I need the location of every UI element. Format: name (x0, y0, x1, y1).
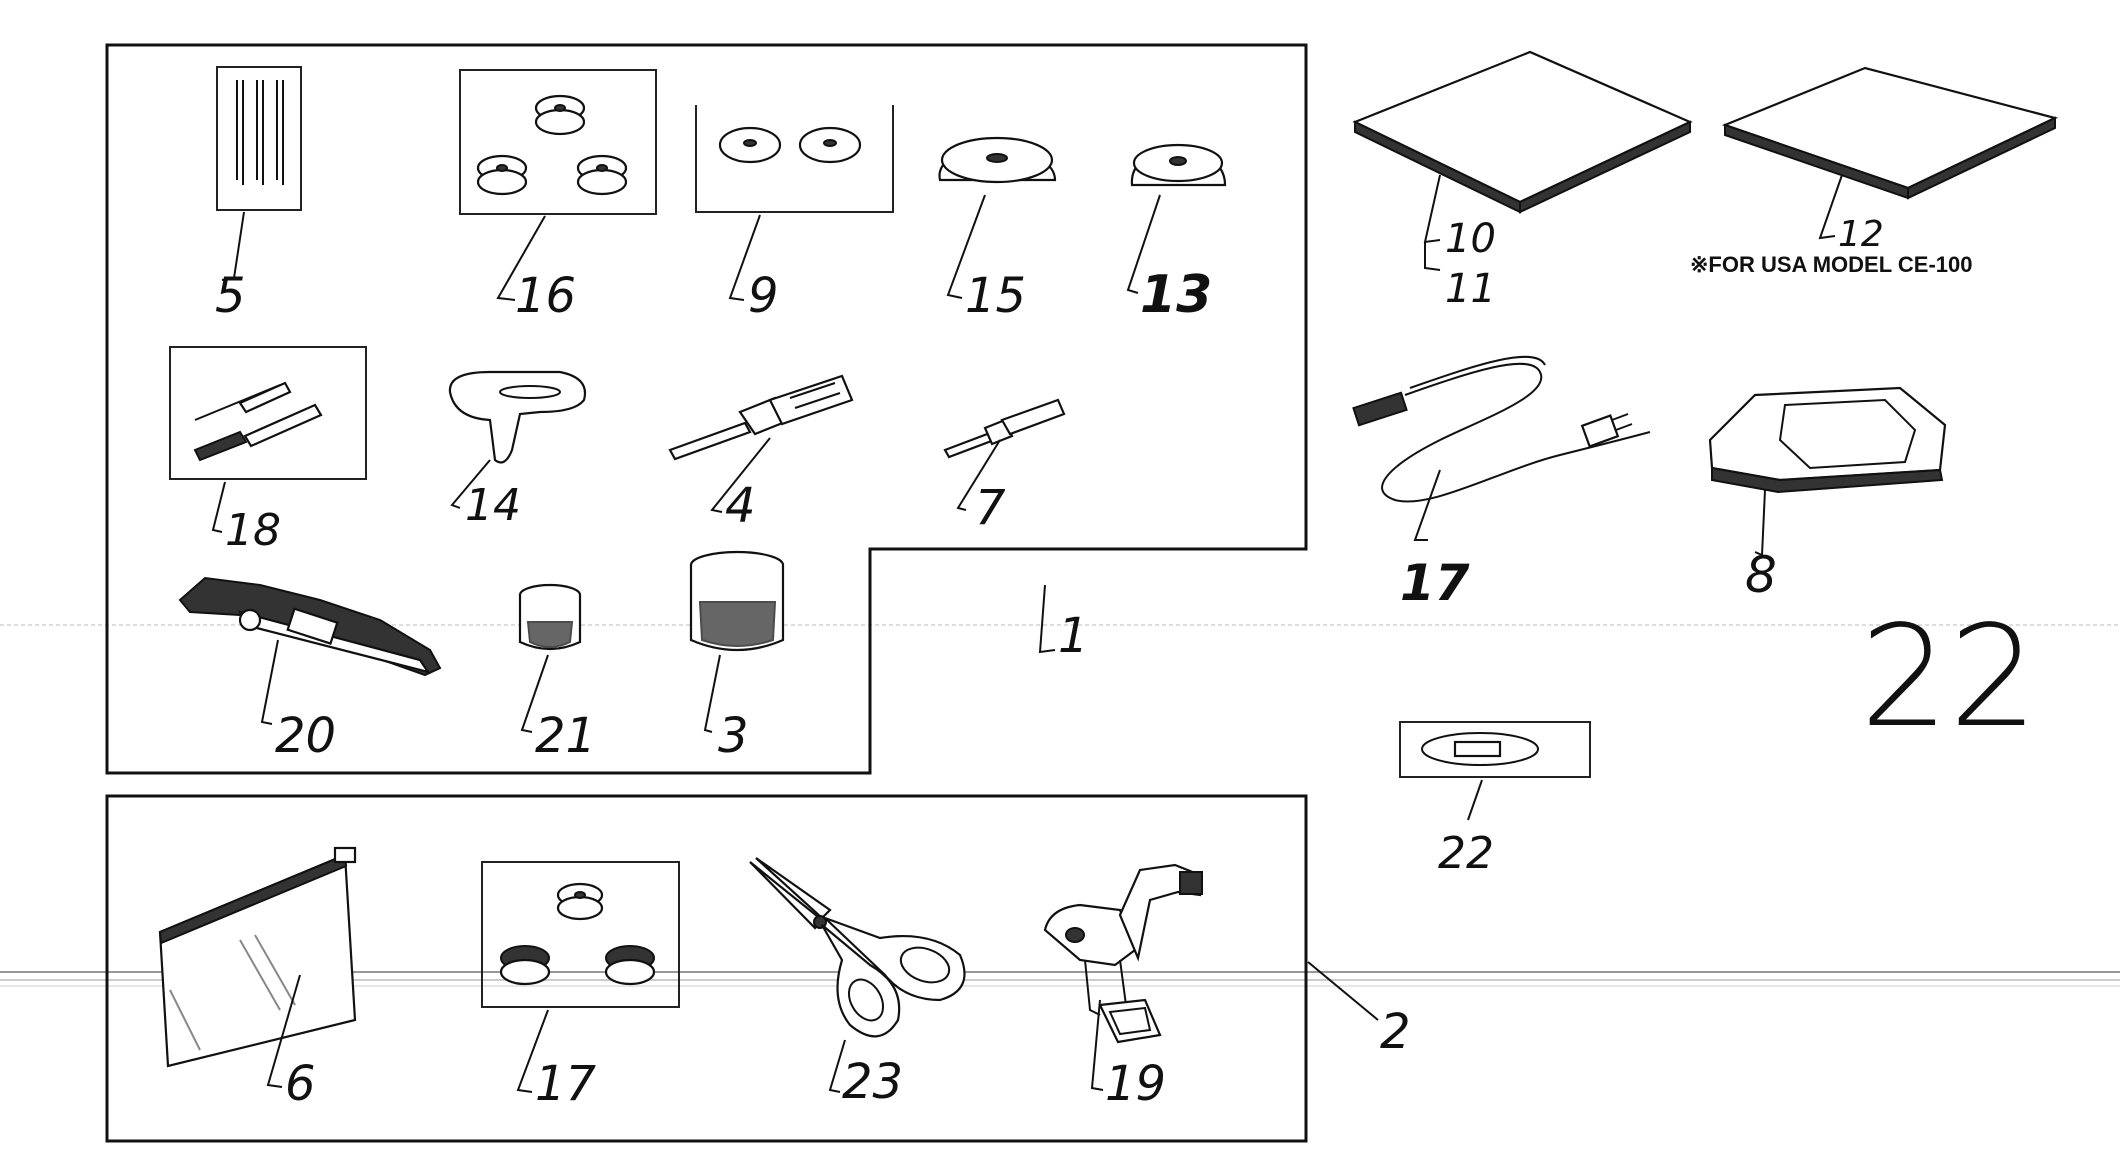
label-19: 19 (1105, 1056, 1166, 1112)
seam-ripper-and-brush (169, 346, 367, 533)
screwdriver-large (668, 374, 854, 513)
label-1: 1 (1058, 608, 1089, 664)
label-11: 11 (1445, 266, 1496, 312)
label-4: 4 (725, 478, 756, 534)
connection-cable-bag (1399, 721, 1591, 821)
bobbin-tool (448, 370, 587, 509)
label-3: 3 (718, 708, 749, 764)
bobbins-3-pack-extra (481, 861, 680, 1093)
spool-felt-small (518, 583, 582, 733)
spool-caps-pair (695, 105, 894, 301)
usa-model-note: ※FOR USA MODEL CE-100 (1690, 252, 1972, 277)
label-10: 10 (1445, 216, 1496, 262)
spool-felt-large (689, 550, 785, 733)
presser-foot (1043, 863, 1203, 1091)
buttonhole-foot (178, 576, 442, 725)
flat-board-usa (1721, 66, 2059, 240)
handwritten-number: 22 (1860, 596, 2038, 759)
label-12: 12 (1838, 214, 1884, 255)
label-9: 9 (748, 268, 779, 324)
label-23: 23 (842, 1054, 903, 1110)
accessory-box-1-frame (105, 43, 1308, 775)
label-21: 21 (535, 708, 596, 764)
label-16: 16 (515, 268, 576, 324)
accessory-box-2-frame (105, 794, 1308, 1143)
label-6: 6 (285, 1056, 316, 1112)
label-17-top: 17 (1400, 554, 1470, 612)
spool-cap-large (938, 136, 1057, 299)
label-20: 20 (275, 708, 336, 764)
label-18: 18 (225, 505, 281, 556)
spool-cap-small (1126, 143, 1227, 294)
power-cord (1352, 355, 1651, 541)
label-2: 2 (1380, 1004, 1411, 1060)
label-22: 22 (1438, 828, 1494, 879)
scissors (749, 857, 966, 1093)
flat-board (1352, 50, 1693, 271)
label-5: 5 (215, 268, 246, 324)
bobbins-3-pack (459, 69, 657, 301)
label-8: 8 (1745, 546, 1777, 604)
leader-2 (1307, 961, 1379, 1021)
needles-pack (216, 66, 302, 281)
accessory-bag (158, 846, 357, 1088)
screwdriver-small (943, 398, 1066, 511)
label-15: 15 (965, 268, 1026, 324)
foot-controller (1708, 386, 1947, 557)
leader-1 (1038, 584, 1056, 654)
label-13: 13 (1140, 265, 1212, 325)
label-17-bottom: 17 (535, 1056, 597, 1112)
label-14: 14 (465, 480, 521, 531)
label-7: 7 (975, 480, 1006, 536)
